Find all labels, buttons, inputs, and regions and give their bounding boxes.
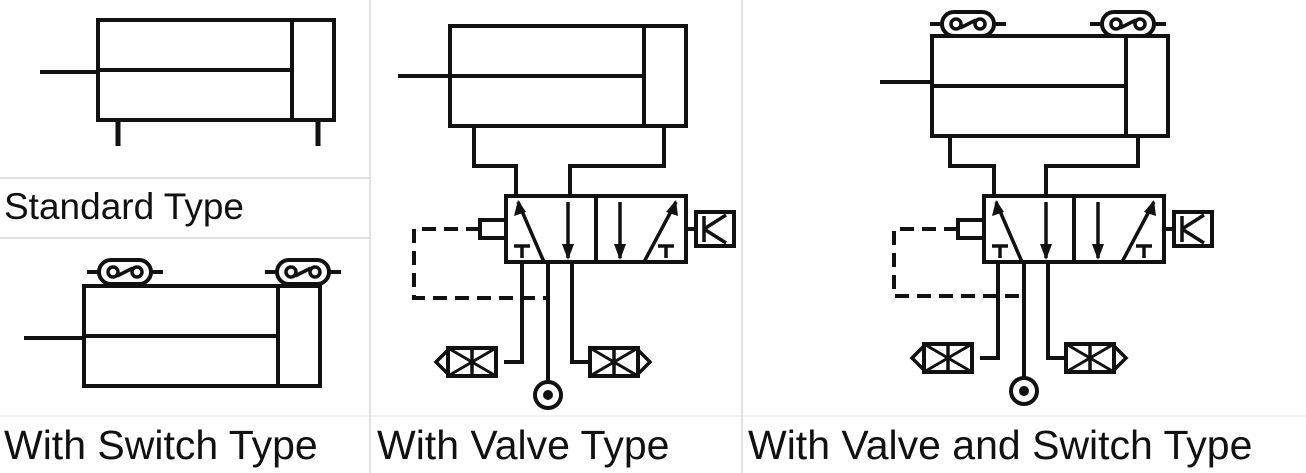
standard-cylinder-symbol (40, 18, 336, 146)
reed-switch-left-icon (928, 10, 1008, 38)
valve-cylinder-symbol (398, 24, 736, 410)
label-standard-type: Standard Type (4, 186, 244, 227)
solenoid-valve-icon (478, 194, 736, 264)
label-with-valve-and-switch-type: With Valve and Switch Type (748, 422, 1253, 468)
muffler-right-icon (588, 346, 652, 378)
muffler-left-icon (910, 342, 974, 374)
muffler-right-icon (1064, 342, 1128, 374)
reed-switch-right-icon (1088, 10, 1168, 38)
air-source-icon (533, 380, 563, 410)
muffler-left-icon (434, 346, 498, 378)
label-with-valve-type: With Valve Type (377, 422, 670, 468)
label-with-switch-type: With Switch Type (4, 422, 318, 468)
switch-cylinder-symbol (24, 258, 343, 388)
reed-switch-right-icon (263, 258, 343, 286)
valve-switch-cylinder-symbol (880, 10, 1214, 406)
reed-switch-left-icon (85, 258, 165, 286)
air-source-icon (1009, 376, 1039, 406)
solenoid-valve-icon (956, 194, 1214, 264)
